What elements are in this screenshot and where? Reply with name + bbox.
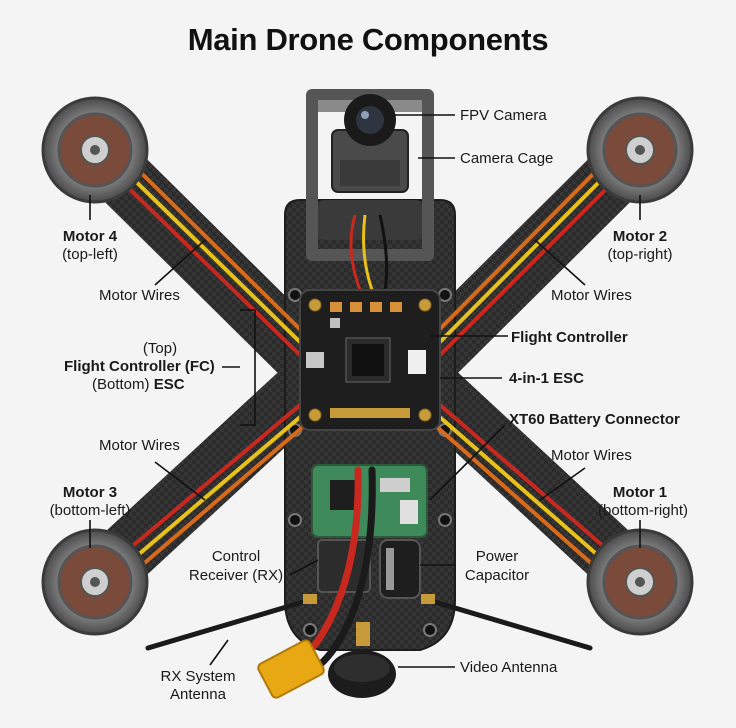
- motor-wires-label-top-left: Motor Wires: [99, 287, 180, 304]
- motor-4-label: Motor 4: [62, 228, 118, 245]
- motor-1-position: (bottom-right): [597, 502, 689, 519]
- xt60-connector: [257, 639, 325, 699]
- rx-antennas: [145, 597, 593, 651]
- frame-screws: [288, 288, 452, 637]
- power-capacitor-label-2: Capacitor: [464, 567, 530, 584]
- motor-2-label: Motor 2: [612, 228, 668, 245]
- page-title: Main Drone Components: [187, 22, 549, 57]
- motor-wires-label-bottom-right: Motor Wires: [551, 447, 632, 464]
- rx-antenna-base-left: [303, 594, 317, 604]
- camera-cage: [306, 89, 434, 261]
- motor-4: [41, 96, 149, 204]
- fc-name-label: Flight Controller (FC): [64, 358, 215, 375]
- power-capacitor: [379, 539, 421, 599]
- camera-cage-label: Camera Cage: [460, 150, 554, 167]
- rx-antenna-label-1: RX System: [160, 668, 236, 685]
- motor-1: [586, 528, 694, 636]
- flight-controller-label: Flight Controller: [511, 329, 628, 346]
- flight-controller-board: [299, 289, 441, 431]
- control-receiver-label-1: Control: [211, 548, 261, 565]
- rx-antenna-label-2: Antenna: [170, 686, 226, 703]
- fc-top-label: (Top): [142, 340, 178, 357]
- motor-3-label: Motor 3: [62, 484, 118, 501]
- motor-wires: [108, 156, 627, 581]
- fc-bottom-label: (Bottom) ESC: [92, 376, 185, 393]
- motor-3-position: (bottom-left): [49, 502, 131, 519]
- motor-3: [41, 528, 149, 636]
- video-antenna: [328, 622, 396, 698]
- motor-4-position: (top-left): [62, 246, 118, 263]
- fpv-camera: [331, 94, 409, 193]
- camera-wires: [349, 214, 389, 291]
- motor-2: [586, 96, 694, 204]
- video-antenna-label: Video Antenna: [460, 659, 558, 676]
- rx-antenna-base-right: [421, 594, 435, 604]
- esc-4in1-label: 4-in-1 ESC: [509, 370, 585, 387]
- motor-2-position: (top-right): [607, 246, 673, 263]
- motor-wires-label-top-right: Motor Wires: [551, 287, 632, 304]
- leader-lines: [89, 114, 641, 668]
- fpv-camera-label: FPV Camera: [460, 107, 547, 124]
- power-capacitor-label-1: Power: [475, 548, 519, 565]
- motor-wires-label-bottom-left: Motor Wires: [99, 437, 180, 454]
- xt60-label: XT60 Battery Connector: [509, 411, 680, 428]
- motor-1-label: Motor 1: [612, 484, 668, 501]
- control-receiver-label-2: Receiver (RX): [188, 567, 284, 584]
